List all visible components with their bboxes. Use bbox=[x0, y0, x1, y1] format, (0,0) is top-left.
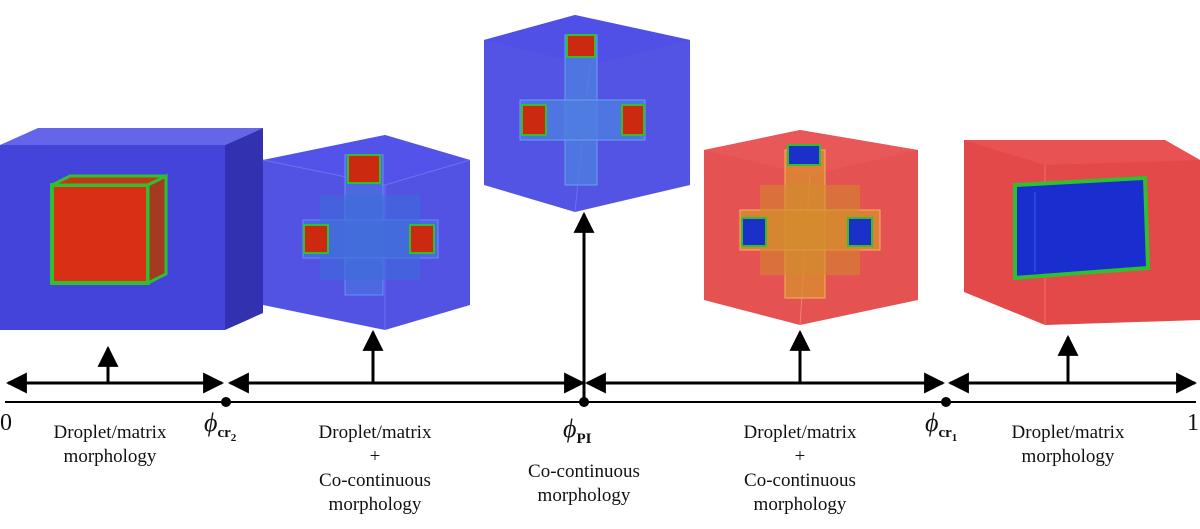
axis-start-label: 0 bbox=[0, 410, 12, 436]
phi-cr1-label: ϕcr1 bbox=[925, 408, 958, 445]
point-pi bbox=[579, 397, 589, 407]
phi-cr2-label: ϕcr2 bbox=[204, 408, 237, 445]
point-cr2 bbox=[221, 397, 231, 407]
cube-co-continuous bbox=[484, 15, 690, 213]
phi-pi-label: ϕPI bbox=[563, 414, 592, 448]
cube-droplet-red-in-blue bbox=[0, 128, 263, 330]
cube-mixed-blue-matrix bbox=[262, 135, 471, 330]
cube-mixed-red-matrix bbox=[704, 130, 918, 326]
cube-droplet-blue-in-red bbox=[964, 140, 1200, 325]
point-cr1 bbox=[941, 397, 951, 407]
axis-end-label: 1 bbox=[1187, 410, 1199, 436]
